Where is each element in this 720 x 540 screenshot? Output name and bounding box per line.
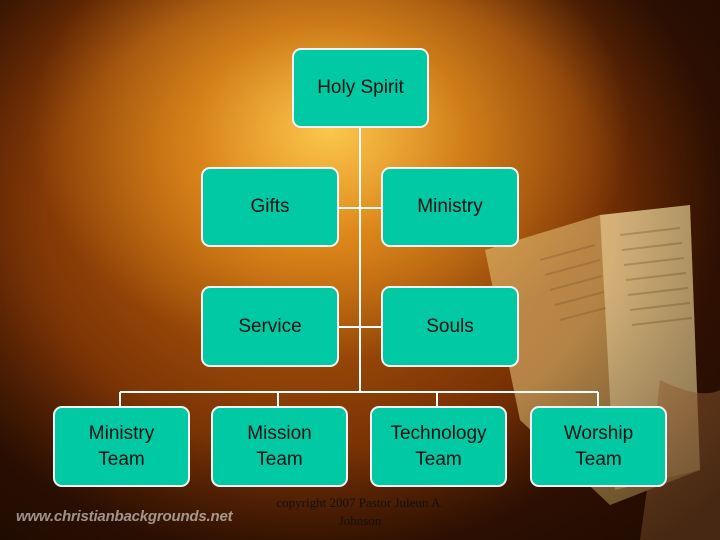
node-ministry: Ministry: [381, 167, 519, 247]
node-label: Gifts: [250, 196, 290, 217]
node-label: Ministry Team: [88, 422, 155, 470]
node-mission-team: Mission Team: [211, 406, 348, 487]
watermark-text: www.christianbackgrounds.net: [16, 508, 233, 525]
node-label: Mission Team: [247, 422, 312, 470]
copyright-text: copyright 2007 Pastor Juleun A. Johnson: [276, 495, 444, 528]
node-gifts: Gifts: [201, 167, 339, 247]
node-worship-team: Worship Team: [530, 406, 667, 487]
node-label: Holy Spirit: [317, 77, 404, 98]
node-souls: Souls: [381, 286, 519, 367]
node-label: Service: [238, 315, 302, 337]
node-holy-spirit: Holy Spirit: [292, 48, 429, 128]
node-label: Technology Team: [390, 422, 487, 470]
node-technology-team: Technology Team: [370, 406, 507, 487]
node-service: Service: [201, 286, 339, 367]
node-ministry-team: Ministry Team: [53, 406, 190, 487]
node-label: Souls: [426, 315, 474, 337]
node-label: Ministry: [417, 196, 483, 217]
node-label: Worship Team: [563, 422, 634, 470]
